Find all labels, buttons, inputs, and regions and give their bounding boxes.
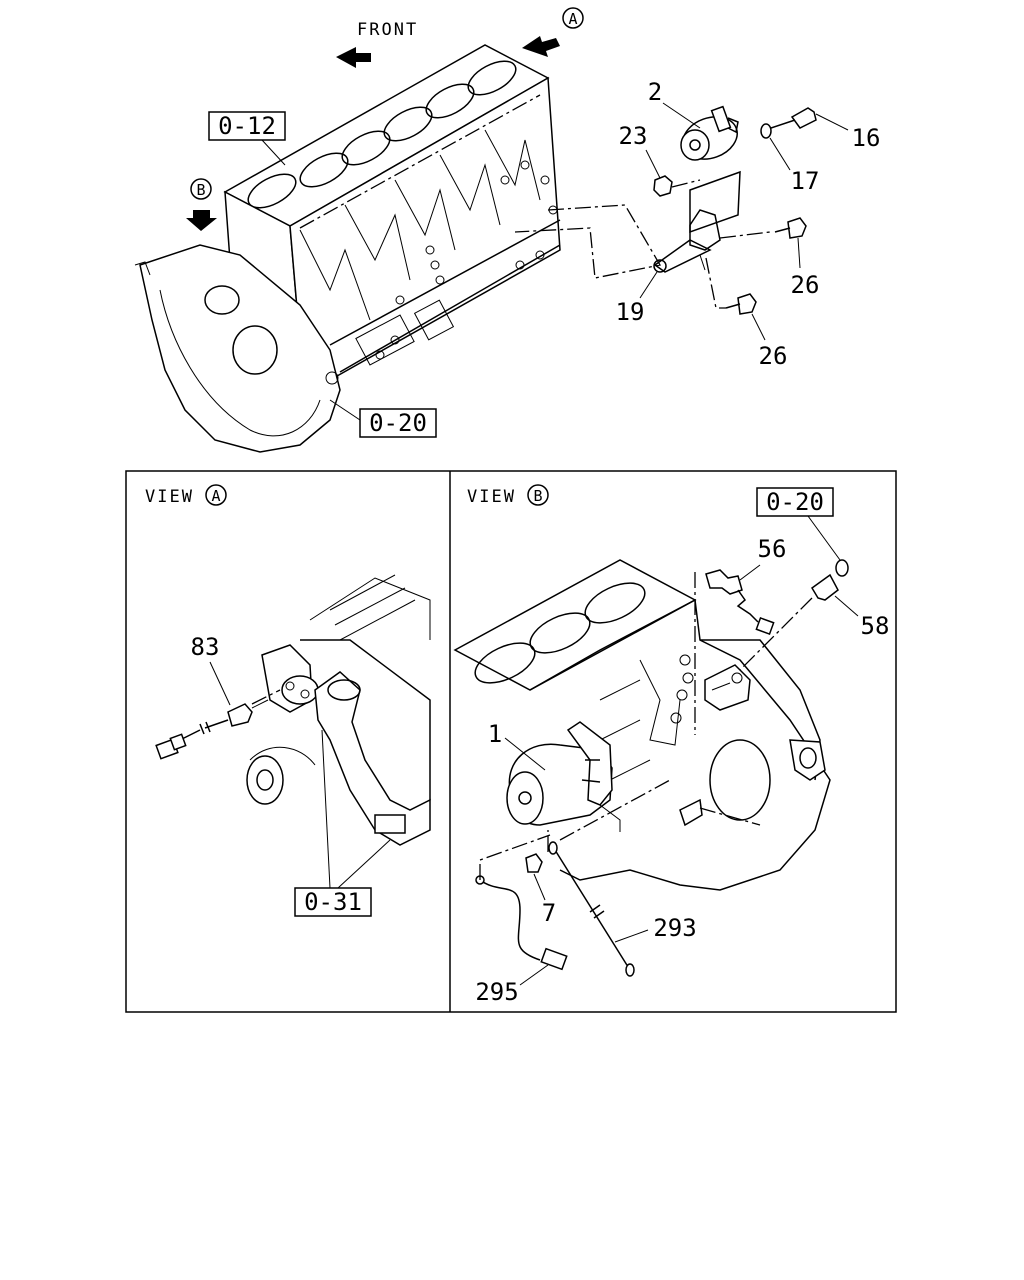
part-293-cable xyxy=(548,841,635,977)
view-a-title-circle xyxy=(205,484,227,506)
part-26-bolt-upper xyxy=(774,217,807,239)
top-view: FRONT A B xyxy=(134,7,881,453)
view-a-title: VIEW xyxy=(145,487,194,507)
detail-frame xyxy=(125,470,897,1013)
callout-17[interactable]: 17 xyxy=(791,167,820,195)
ref-box-0-20-view-b[interactable]: 0-20 xyxy=(756,487,834,517)
view-a-arrow: A xyxy=(522,7,584,57)
front-arrow-icon xyxy=(336,47,371,68)
part-1-starter-motor xyxy=(506,721,621,832)
arrow-a-circle xyxy=(562,7,584,29)
view-a-title-letter: A xyxy=(211,487,220,505)
part-17-washer xyxy=(760,123,772,139)
callout-58[interactable]: 58 xyxy=(861,612,890,640)
view-b-title-circle xyxy=(527,484,549,506)
view-a-panel: VIEW A 83 xyxy=(145,484,431,917)
front-label: FRONT xyxy=(357,20,418,40)
part-58-clip xyxy=(811,559,849,601)
part-7-nut xyxy=(525,853,543,873)
view-b-title-letter: B xyxy=(533,487,542,505)
svg-text:0-31: 0-31 xyxy=(304,888,362,916)
callout-83[interactable]: 83 xyxy=(191,633,220,661)
part-16-bolt xyxy=(764,107,817,131)
callout-1[interactable]: 1 xyxy=(488,720,502,748)
callout-16[interactable]: 16 xyxy=(852,124,881,152)
arrow-b-letter: B xyxy=(196,181,205,199)
callout-2[interactable]: 2 xyxy=(648,78,662,106)
svg-text:0-20: 0-20 xyxy=(766,488,824,516)
svg-text:0-12: 0-12 xyxy=(218,112,276,140)
callout-23[interactable]: 23 xyxy=(619,122,648,150)
arrow-a-icon xyxy=(522,36,560,57)
part-56-sensor xyxy=(705,569,775,635)
callout-19[interactable]: 19 xyxy=(616,298,645,326)
flywheel-housing xyxy=(134,244,341,453)
view-b-arrow: B xyxy=(186,178,217,231)
callout-56[interactable]: 56 xyxy=(758,535,787,563)
part-23-nut xyxy=(653,175,673,197)
ref-box-0-20-top[interactable]: 0-20 xyxy=(359,408,437,438)
view-b-panel: VIEW B xyxy=(453,484,890,1006)
ref-box-0-12[interactable]: 0-12 xyxy=(208,111,286,141)
part-26-bolt-lower xyxy=(725,293,757,315)
callout-295[interactable]: 295 xyxy=(475,978,518,1006)
callout-26-lower[interactable]: 26 xyxy=(759,342,788,370)
part-83-temp-sender xyxy=(155,699,269,760)
arrow-a-letter: A xyxy=(568,10,577,28)
arrow-b-icon xyxy=(186,210,217,231)
ref-box-0-31[interactable]: 0-31 xyxy=(294,887,372,917)
view-b-title: VIEW xyxy=(467,487,516,507)
arrow-b-circle xyxy=(190,178,212,200)
part-2-component xyxy=(680,105,739,161)
callout-26-upper[interactable]: 26 xyxy=(791,271,820,299)
callout-293[interactable]: 293 xyxy=(653,914,696,942)
part-295-harness xyxy=(475,875,568,971)
part-19-bracket xyxy=(653,170,741,273)
svg-text:0-20: 0-20 xyxy=(369,409,427,437)
callout-7[interactable]: 7 xyxy=(542,899,556,927)
